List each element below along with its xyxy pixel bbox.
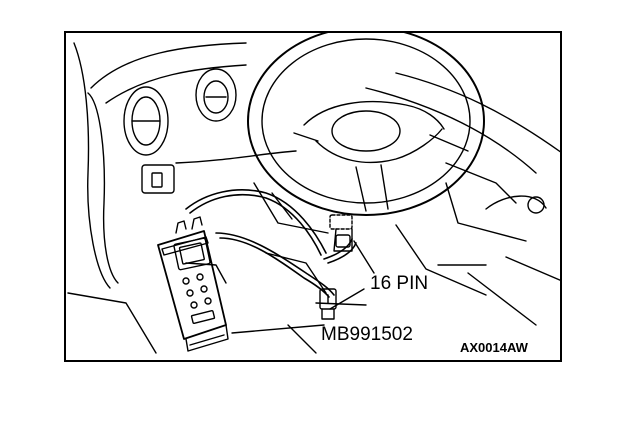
dash-switch bbox=[141, 164, 175, 194]
diagnostic-cable bbox=[185, 189, 357, 298]
adapter-plug bbox=[319, 288, 337, 320]
figure-code-label: AX0014AW bbox=[460, 340, 528, 355]
left-air-vent bbox=[123, 86, 169, 156]
tool-number-label: MB991502 bbox=[321, 324, 413, 345]
illustration-frame: 16 PIN MB991502 AX0014AW bbox=[64, 31, 562, 362]
hand-held-tester bbox=[157, 216, 229, 352]
lower-dash-panel bbox=[253, 162, 560, 326]
left-door-panel bbox=[67, 42, 157, 354]
connector-pin-label: 16 PIN bbox=[370, 273, 429, 294]
dashboard-upper-panel bbox=[90, 42, 560, 174]
callout-leaders bbox=[231, 240, 375, 334]
center-air-vent bbox=[195, 68, 237, 122]
dashboard-illustration bbox=[67, 33, 560, 354]
steering-wheel bbox=[247, 33, 485, 216]
data-link-connector bbox=[329, 214, 353, 252]
